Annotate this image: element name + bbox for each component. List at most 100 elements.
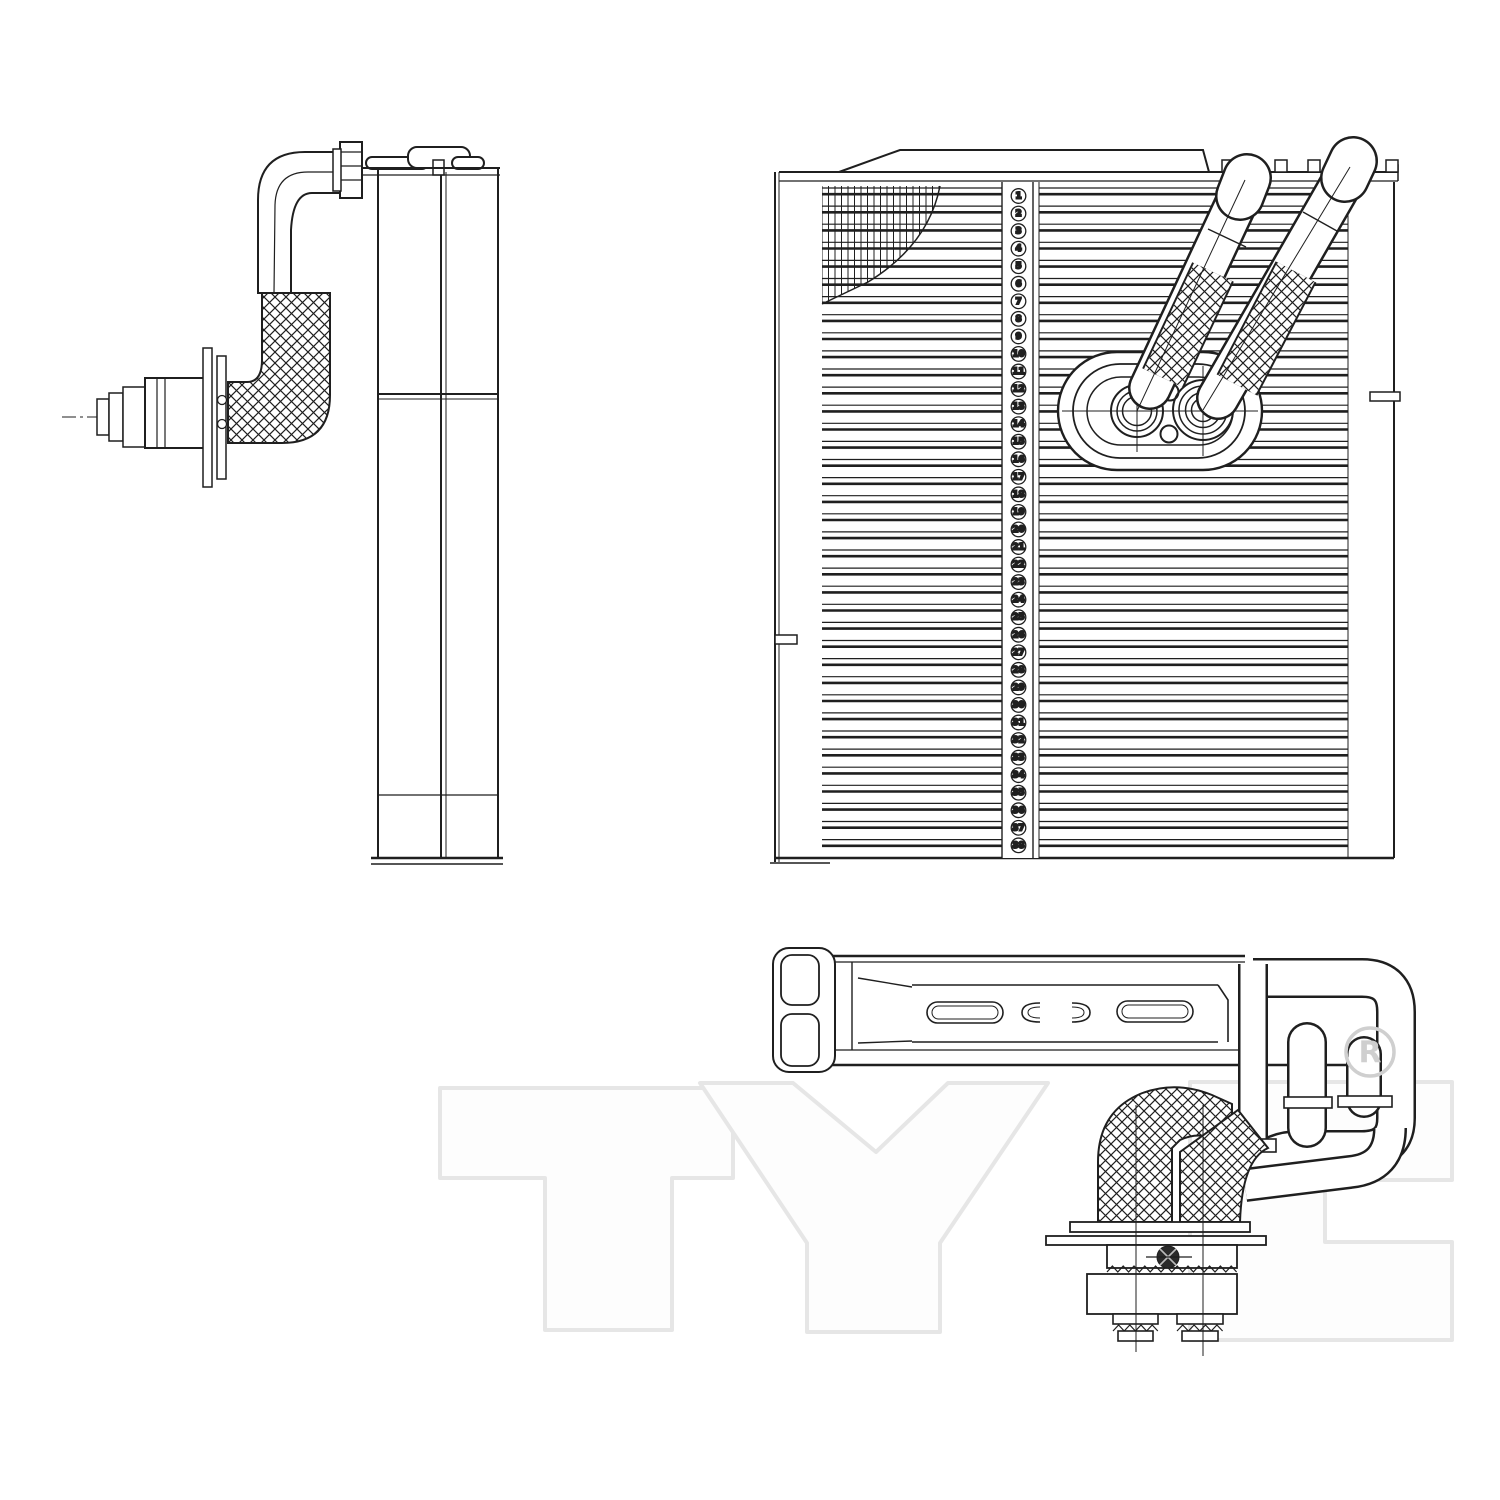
watermark-letter-y [698, 1081, 1050, 1334]
front-view: 1234567891011121314151617181920212223242… [770, 136, 1401, 864]
svg-text:11: 11 [1012, 367, 1024, 377]
svg-text:4: 4 [1015, 244, 1021, 254]
svg-text:33: 33 [1012, 753, 1024, 763]
right-mount-tab [1369, 391, 1401, 402]
svg-text:28: 28 [1012, 665, 1024, 675]
pipe-collar [1283, 1096, 1333, 1109]
pipe-collar [1337, 1095, 1393, 1108]
tube-number-badge: 2 [1010, 205, 1027, 222]
svg-text:16: 16 [1012, 455, 1024, 465]
tube-number-badge: 31 [1010, 714, 1027, 731]
tube-number-badge: 26 [1010, 626, 1027, 643]
svg-text:17: 17 [1012, 472, 1024, 482]
rail-slots [926, 1000, 1194, 1024]
svg-text:25: 25 [1012, 613, 1024, 623]
svg-text:21: 21 [1012, 543, 1024, 553]
registered-trademark: R [1344, 1026, 1396, 1078]
svg-text:8: 8 [1015, 314, 1021, 324]
corner-hatch-area [822, 186, 940, 304]
top-tank-cap [838, 149, 1211, 173]
fitting-flange-plate [216, 355, 227, 480]
svg-text:24: 24 [1012, 595, 1024, 605]
side-fitting [62, 347, 228, 488]
svg-text:13: 13 [1012, 402, 1024, 412]
tube-number-badge: 37 [1010, 819, 1027, 836]
braided-elbows [1097, 1086, 1270, 1223]
svg-text:23: 23 [1012, 578, 1024, 588]
tube-number-badge: 18 [1010, 486, 1027, 503]
fitting-flange [1069, 1221, 1251, 1233]
pipe-a [1128, 153, 1272, 412]
svg-text:1: 1 [1015, 192, 1021, 202]
tube-number-badge: 38 [1010, 837, 1027, 854]
svg-text:31: 31 [1012, 718, 1024, 728]
tube-number-badge: 12 [1010, 381, 1027, 398]
svg-text:30: 30 [1012, 700, 1024, 710]
svg-text:5: 5 [1015, 262, 1021, 272]
fitting-flange [1045, 1235, 1267, 1246]
tube-number-badge: 15 [1010, 433, 1027, 450]
pipe-collar [339, 141, 363, 199]
side-view [62, 141, 503, 865]
tube-number-badge: 16 [1010, 451, 1027, 468]
tube-number-badge: 3 [1010, 223, 1027, 240]
registered-mark-letter: R [1358, 1036, 1381, 1071]
tube-number-badge: 32 [1010, 732, 1027, 749]
tube-number-badge: 28 [1010, 661, 1027, 678]
tube-number-badge: 19 [1010, 503, 1027, 520]
svg-text:3: 3 [1015, 227, 1021, 237]
hose-tail [1176, 1313, 1224, 1342]
tube-number-badge: 1 [1010, 188, 1027, 204]
tube-number-badge: 23 [1010, 574, 1027, 591]
svg-text:36: 36 [1012, 806, 1024, 816]
left-mount-tab [774, 634, 798, 645]
tube-number-badge: 29 [1010, 679, 1027, 696]
svg-text:32: 32 [1012, 736, 1024, 746]
flange-bolt-hole [1159, 424, 1179, 444]
tube-number-badge: 10 [1010, 346, 1027, 362]
tube-number-badge: 7 [1010, 293, 1027, 310]
svg-text:37: 37 [1012, 823, 1024, 833]
svg-text:27: 27 [1012, 648, 1024, 658]
svg-text:29: 29 [1012, 683, 1024, 693]
svg-text:2: 2 [1015, 209, 1021, 219]
svg-text:22: 22 [1012, 560, 1024, 570]
bottom-fitting [1045, 1105, 1267, 1356]
tube-number-badge: 5 [1010, 258, 1027, 275]
top-view [772, 947, 1416, 1356]
svg-text:38: 38 [1012, 841, 1024, 851]
svg-text:12: 12 [1012, 385, 1024, 395]
svg-text:14: 14 [1012, 420, 1024, 430]
fitting-flange-plate [202, 347, 213, 488]
tube-number-badge: 25 [1010, 609, 1027, 626]
tube-number-column: 1234567891011121314151617181920212223242… [1010, 188, 1027, 854]
watermark-letter-t [438, 1086, 735, 1332]
tube-number-badge: 33 [1010, 749, 1027, 766]
tube-number-badge: 35 [1010, 784, 1027, 801]
left-bracket [772, 947, 836, 1073]
side-view-body [377, 167, 499, 859]
pipe-b [1196, 136, 1378, 420]
svg-text:15: 15 [1012, 437, 1024, 447]
braided-hose-elbow-pattern [227, 292, 331, 444]
tube-number-badge: 14 [1010, 416, 1027, 433]
tube-number-badge: 36 [1010, 802, 1027, 819]
svg-text:6: 6 [1015, 279, 1021, 289]
tube-number-badge: 4 [1010, 240, 1027, 257]
tube-number-badge: 27 [1010, 644, 1027, 661]
tube-number-badge: 8 [1010, 310, 1027, 327]
svg-text:26: 26 [1012, 630, 1024, 640]
svg-text:19: 19 [1012, 507, 1024, 517]
tube-number-badge: 17 [1010, 468, 1027, 485]
svg-text:35: 35 [1012, 788, 1024, 798]
svg-text:10: 10 [1012, 349, 1024, 359]
svg-text:18: 18 [1012, 490, 1024, 500]
tube-number-badge: 21 [1010, 539, 1027, 555]
tube-number-badge: 13 [1010, 398, 1027, 415]
tube-number-badge: 9 [1010, 328, 1027, 345]
svg-text:20: 20 [1012, 525, 1024, 535]
tube-number-badge: 30 [1010, 697, 1027, 713]
svg-text:9: 9 [1015, 332, 1021, 342]
